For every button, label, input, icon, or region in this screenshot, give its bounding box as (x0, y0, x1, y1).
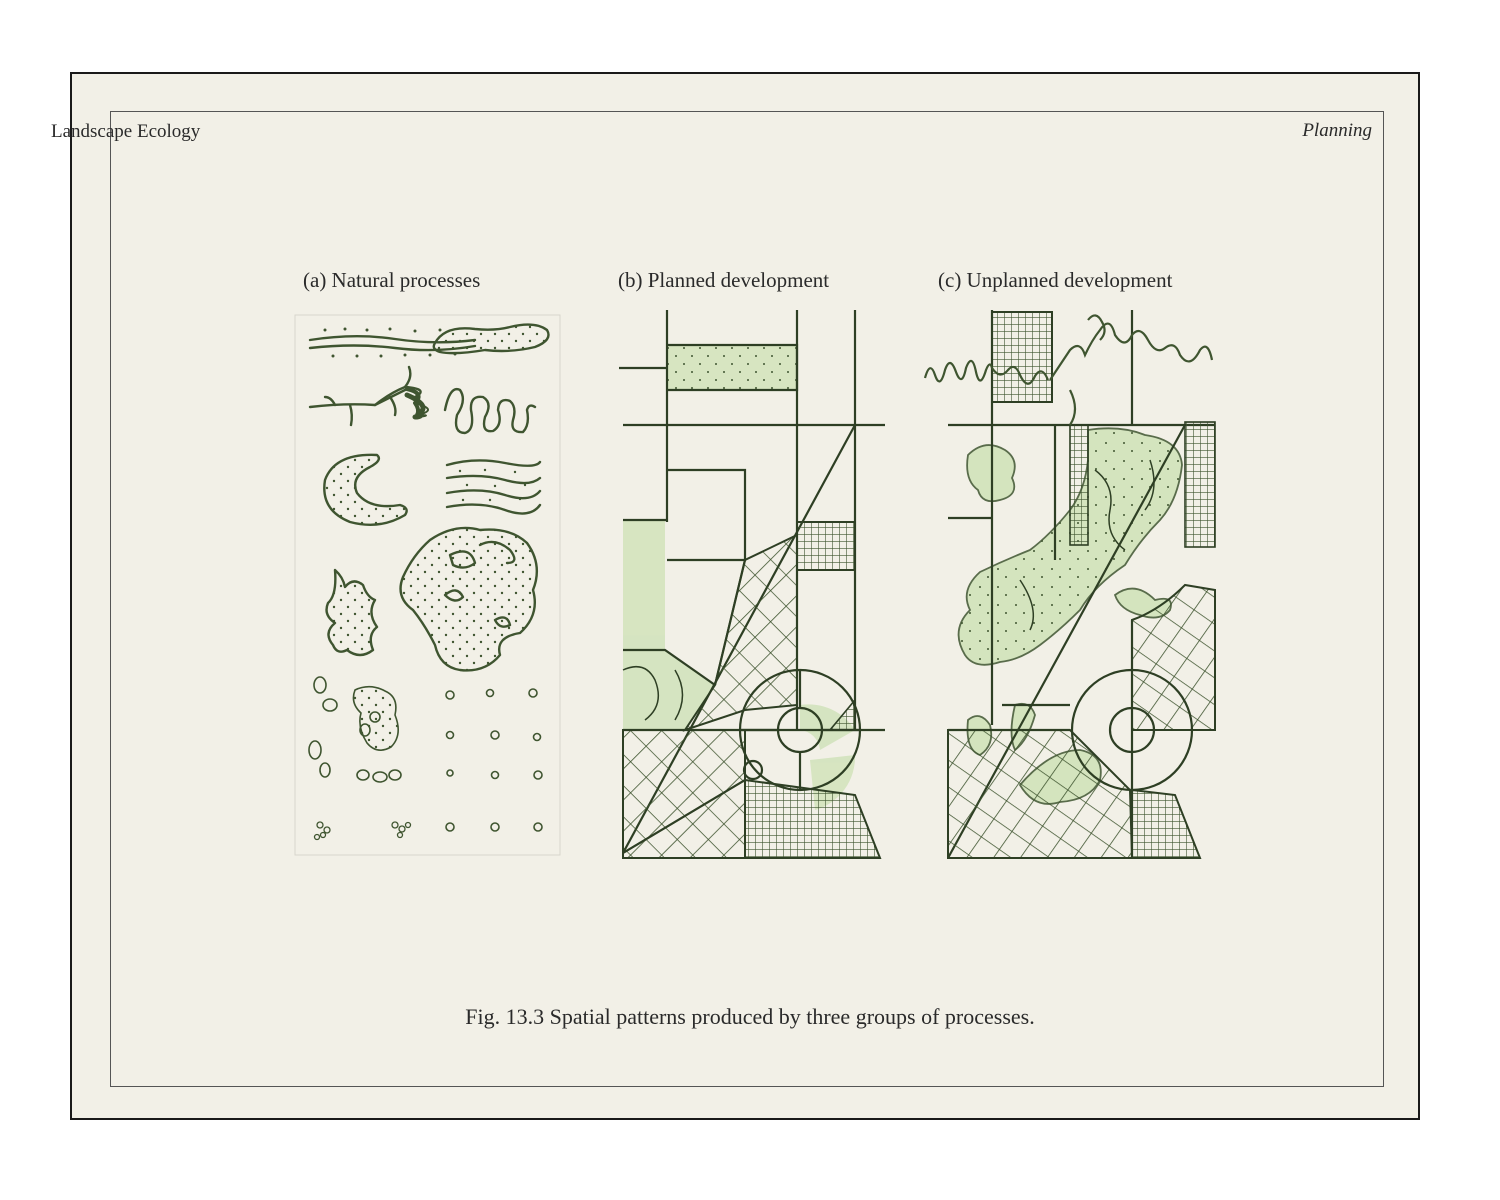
panel-b-title: (b) Planned development (618, 268, 830, 292)
ring-road-circle-c (1070, 668, 1194, 792)
fine-grid-block-upper (796, 521, 856, 571)
panel-a-drawing (294, 314, 561, 856)
fine-grid-strip-left (1069, 424, 1089, 546)
crosshatch-right (1131, 583, 1216, 731)
meandering-stream (443, 388, 537, 435)
crescent-patch (323, 453, 408, 526)
crosshatch-lower (947, 729, 1134, 859)
large-irregular-patch (399, 526, 539, 672)
ring-road-circle (738, 668, 862, 792)
scattered-clumps (308, 676, 402, 783)
regular-dots-grid (445, 688, 543, 832)
panel-c-drawing (923, 310, 1216, 859)
panel-a-title: (a) Natural processes (303, 268, 481, 292)
wavy-sprawl-lines (923, 314, 1214, 426)
panel-b-drawing (619, 310, 885, 859)
fine-grid-block-lower (744, 778, 882, 859)
parallel-strips (445, 459, 542, 515)
running-header-left: Landscape Ecology (51, 121, 201, 142)
elongated-patch (432, 323, 550, 355)
fine-grid-block-lower-c (1131, 788, 1202, 859)
running-header-right: Planning (1302, 120, 1372, 141)
small-clusters (313, 821, 412, 841)
branching-corridor (308, 365, 429, 427)
figure-caption: Fig. 13.3 Spatial patterns produced by t… (465, 1004, 1035, 1029)
small-irregular-patch (325, 568, 379, 657)
panel-c-title: (c) Unplanned development (938, 268, 1173, 292)
page-inner-frame (110, 111, 1384, 1087)
fine-grid-block-top (991, 311, 1053, 403)
fine-grid-strip-right (1184, 421, 1216, 548)
